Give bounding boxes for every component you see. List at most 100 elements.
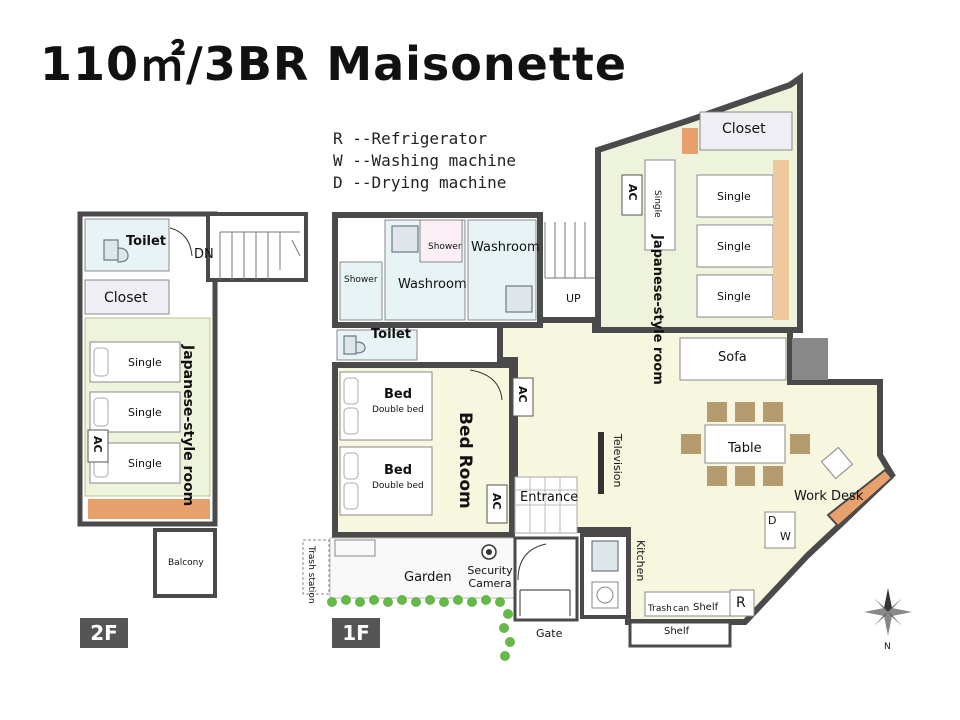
1f-jroom-ac-label: AC — [626, 184, 639, 201]
washer-icon — [591, 581, 619, 609]
2f-bed-label-1: Single — [128, 356, 162, 369]
1f-bed1-sub: Double bed — [372, 405, 424, 415]
2f-room-label: Japanese-style room — [180, 345, 196, 507]
sink-icon — [591, 540, 619, 572]
1f-closet-label: Closet — [722, 121, 766, 137]
2f-ac-unit — [87, 429, 109, 463]
2f-bed-1 — [89, 341, 181, 383]
1f-jroom-bed-2 — [696, 224, 774, 268]
1f-work-desk-label: Work Desk — [794, 489, 864, 504]
2f-toilet-label: Toilet — [126, 234, 167, 249]
1f-shower-left-label: Shower — [344, 275, 378, 285]
sink-icon — [505, 285, 533, 313]
1f-shower-right — [419, 219, 463, 263]
legend-item-w: W --Washing machine — [333, 151, 517, 170]
washer-drum-icon — [596, 586, 614, 604]
desk-chair — [820, 446, 854, 480]
legend-item-d: D --Drying machine — [333, 173, 507, 192]
1f-dark-panel — [792, 338, 828, 380]
1f-up-label: UP — [566, 292, 581, 305]
2f-ac-label: AC — [91, 436, 104, 453]
2f-balcony-label: Balcony — [168, 558, 204, 568]
1f-r-label: R — [736, 595, 746, 611]
2f-toilet-room — [84, 218, 170, 272]
2f-bed-2 — [89, 391, 181, 433]
1f-washroom-left-label: Washroom — [398, 277, 467, 292]
sofa-icon — [679, 337, 787, 381]
1f-bed-pillows — [343, 377, 359, 510]
1f-jroom-ac-unit — [621, 174, 643, 216]
2f-balcony — [153, 528, 217, 598]
garden-plants — [327, 595, 515, 661]
sink-icon — [391, 225, 419, 253]
door-swing-icon — [517, 543, 547, 581]
1f-toilet-label: Toilet — [371, 327, 412, 342]
work-desk — [826, 468, 894, 528]
1f-jroom-bed-label-1: Single — [717, 190, 751, 203]
2f-stairs — [219, 231, 301, 280]
legend: R --Refrigerator W --Washing machine D -… — [333, 128, 516, 194]
2f-dn-label: DN — [194, 247, 214, 262]
1f-gate — [513, 536, 579, 622]
1f-entrance-label: Entrance — [520, 490, 579, 505]
1f-trash-label: Trash — [648, 604, 672, 614]
1f-washroom-right-label: Washroom — [471, 240, 540, 255]
1f-w-label: W — [780, 530, 791, 543]
door-swing-icon — [169, 227, 193, 257]
1f-security-camera-label: Security Camera — [467, 564, 513, 590]
1f-bed1-label: Bed — [384, 387, 413, 402]
1f-bed2-sub: Double bed — [372, 481, 424, 491]
television-icon — [598, 432, 604, 494]
compass-icon — [864, 588, 912, 636]
toilet-bowl-icon — [103, 239, 129, 263]
1f-garden-label: Garden — [404, 570, 452, 585]
compass-north-label: N — [884, 642, 891, 652]
1f-jroom-label: Japanese-style room — [650, 235, 665, 385]
1f-table-label: Table — [728, 441, 762, 456]
entrance-tiles — [515, 477, 577, 533]
1f-ac-label-1: AC — [516, 386, 529, 403]
floor-badge-2f: 2F — [80, 618, 128, 648]
security-camera-lens — [486, 549, 492, 555]
2f-closet — [84, 279, 170, 315]
1f-jroom-wood-strip — [773, 160, 789, 320]
garden-bin — [334, 539, 376, 557]
1f-jroom-bed-label-3: Single — [717, 290, 751, 303]
1f-bed2-label: Bed — [384, 463, 413, 478]
1f-closet — [699, 111, 793, 151]
refrigerator-icon — [729, 589, 755, 617]
2f-stair-area — [206, 212, 308, 282]
1f-shelf1-label: Shelf — [693, 602, 719, 613]
1f-single-vertical-bed — [644, 159, 676, 251]
dining-chairs — [681, 402, 810, 486]
legend-item-r: R --Refrigerator — [333, 129, 488, 148]
1f-shelf-bottom — [628, 620, 732, 648]
1f-stairs — [544, 222, 595, 279]
1f-trash-shelf — [644, 591, 744, 617]
1f-ac-unit-2 — [486, 484, 508, 524]
1f-ac-unit-1 — [512, 377, 534, 417]
1f-ac-label-2: AC — [490, 493, 503, 510]
1f-television-label: Television — [611, 434, 624, 488]
1f-double-bed-2 — [339, 446, 433, 516]
2f-bed-label-3: Single — [128, 457, 162, 470]
1f-shelf2-label: Shelf — [664, 626, 690, 637]
dining-table — [704, 424, 786, 464]
1f-sofa-label: Sofa — [718, 350, 747, 365]
1f-jroom-bed-3 — [696, 274, 774, 318]
2f-wood-floor — [88, 499, 210, 519]
dryer-washer-icon — [764, 511, 796, 549]
floor-2f — [77, 211, 308, 598]
1f-jroom-single-vertical: Single — [652, 190, 662, 218]
gate-frame-icon — [519, 589, 571, 616]
page-title: 110㎡/3BR Maisonette — [40, 37, 628, 91]
1f-d-label: D — [768, 514, 777, 527]
toilet-bowl-icon — [343, 335, 366, 355]
1f-can-label: can — [673, 604, 690, 614]
2f-bed-label-2: Single — [128, 406, 162, 419]
1f-bedroom-label: Bed Room — [455, 412, 475, 509]
1f-gate-label: Gate — [536, 627, 563, 640]
floor-1f — [302, 72, 912, 661]
1f-jroom-bed-1 — [696, 174, 774, 218]
